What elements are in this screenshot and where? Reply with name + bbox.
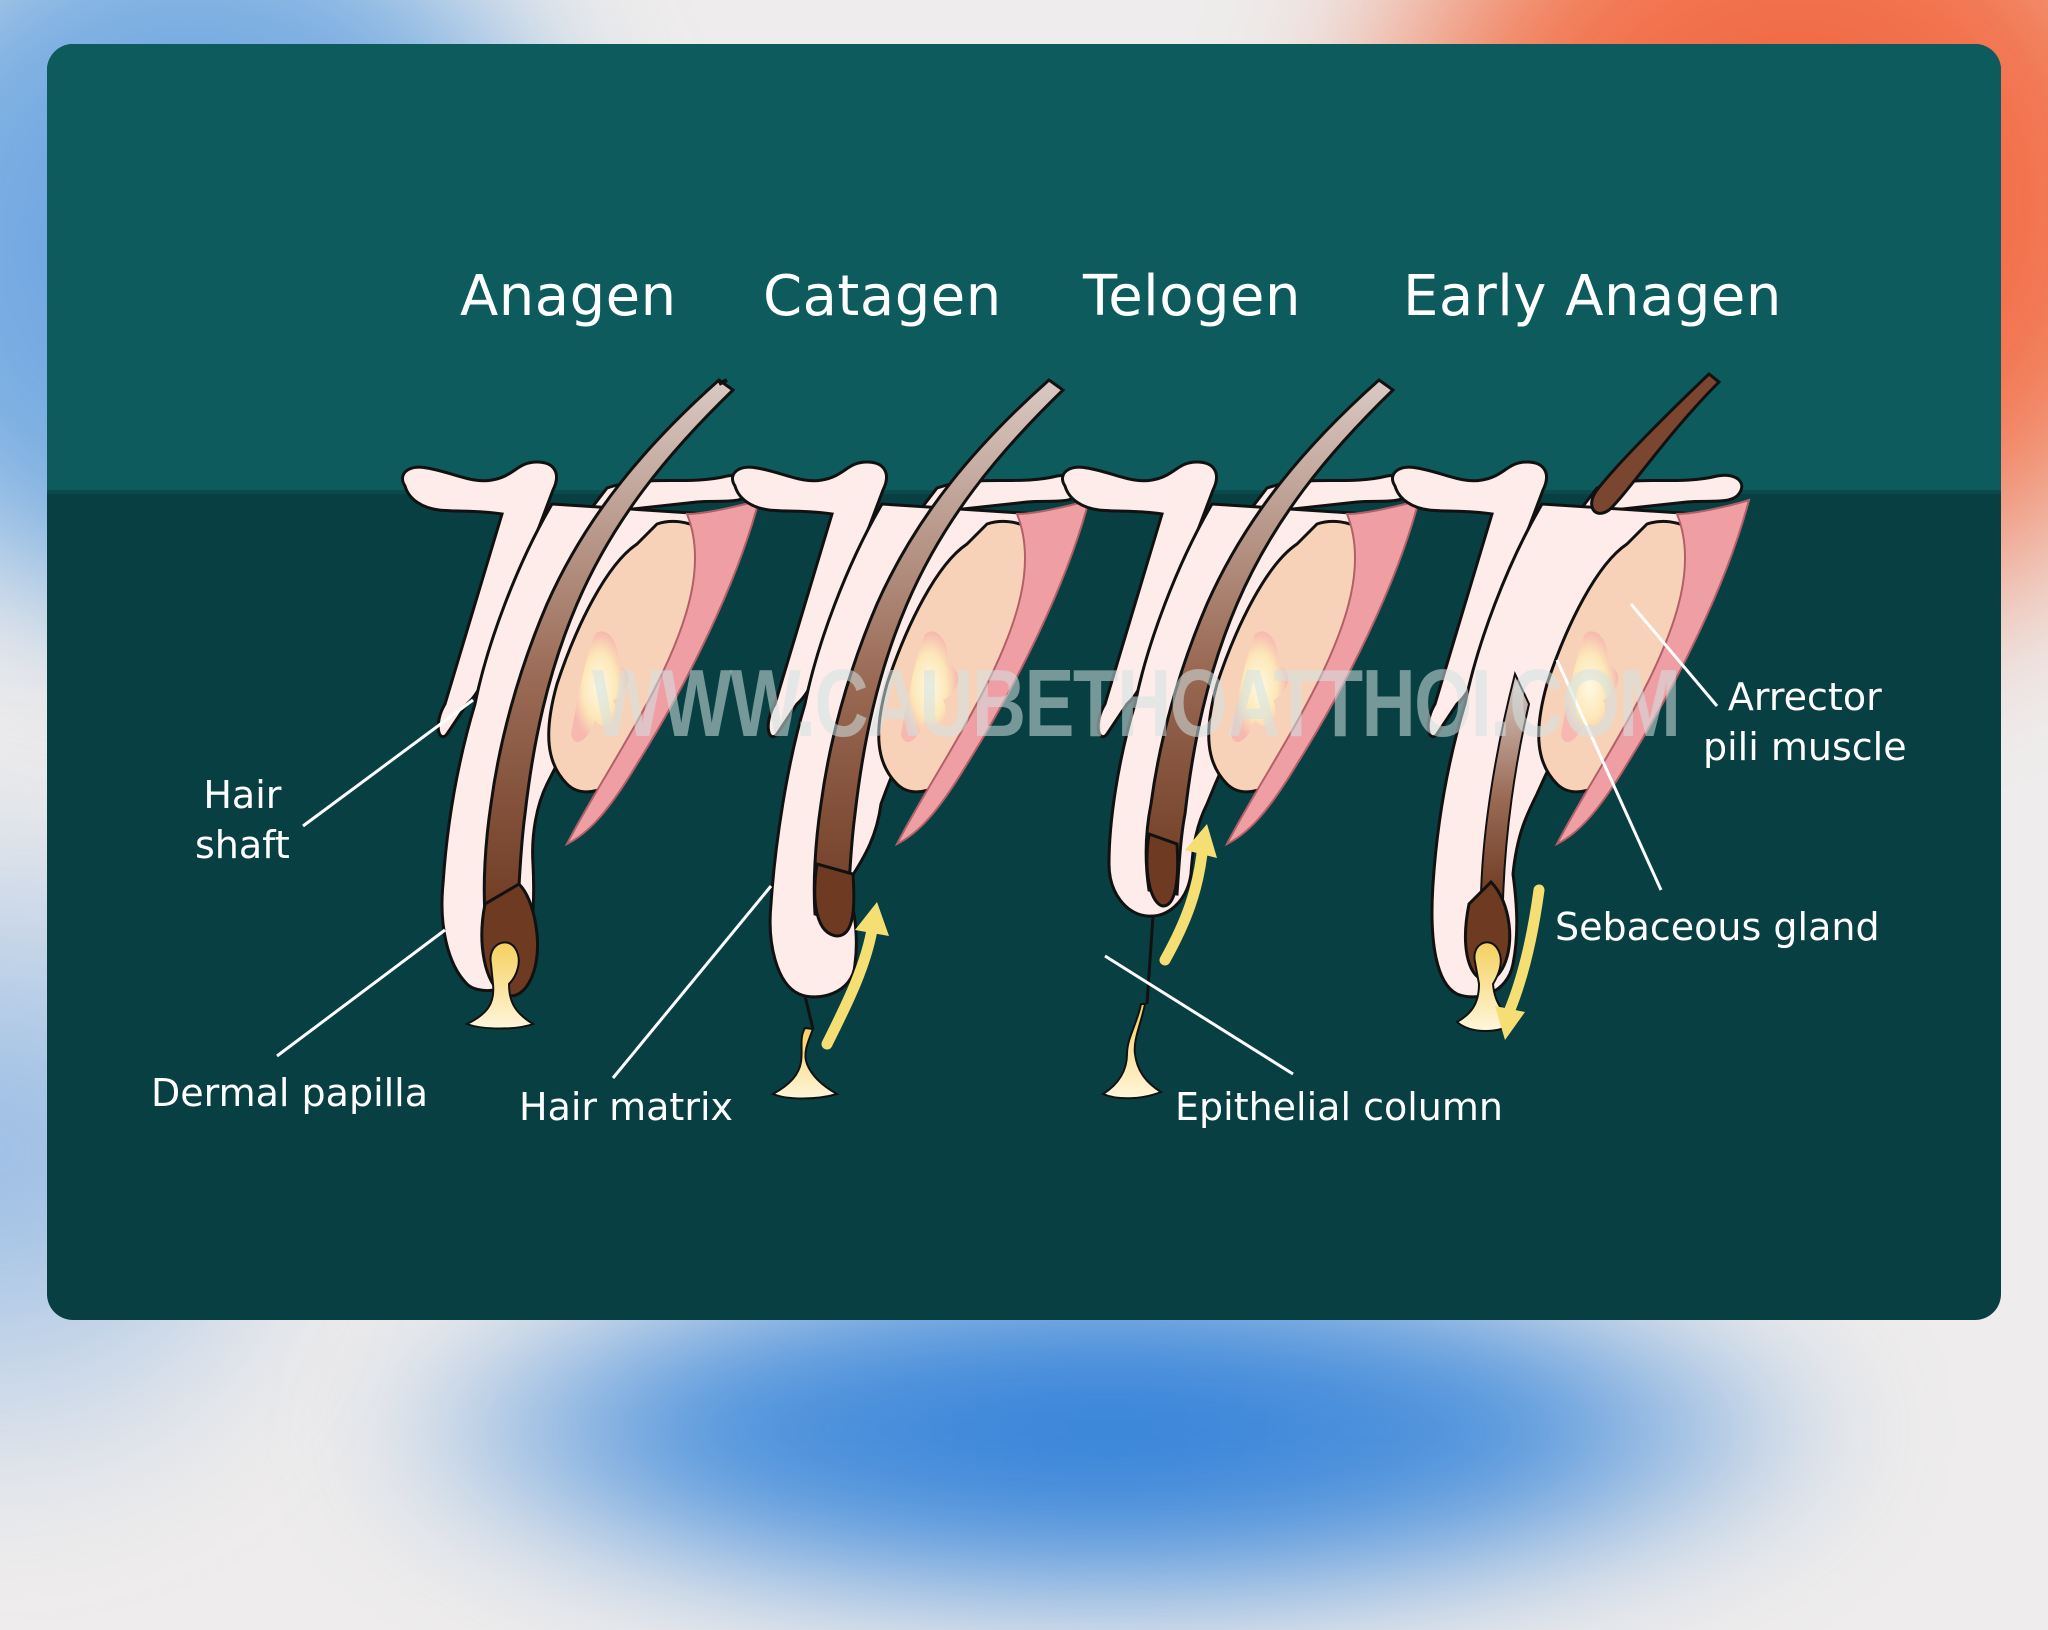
diagram-card: Anagen Catagen Telogen Early Anagen <box>47 44 2001 1320</box>
arrow-down-early-anagen <box>1495 1006 1525 1040</box>
arrow-up-telogen <box>1185 824 1217 858</box>
leader-dermal-papilla <box>276 928 446 1058</box>
stage-title-early-anagen: Early Anagen <box>1403 264 1782 329</box>
follicle-early-anagen <box>1391 372 1751 1040</box>
leader-epithelial-column <box>1104 954 1294 1076</box>
label-hair-shaft: Hair shaft <box>195 770 290 870</box>
label-hair-shaft-line2: shaft <box>195 823 290 867</box>
leader-sebaceous-gland <box>1555 659 1663 891</box>
follicle-anagen <box>401 378 761 1030</box>
arrow-up-catagen <box>855 902 889 936</box>
label-arrector-line1: Arrector <box>1727 675 1882 719</box>
label-arrector-pili-muscle: Arrector pili muscle <box>1703 672 1907 772</box>
leader-arrector-pili <box>1629 603 1719 707</box>
stage-title-catagen: Catagen <box>763 264 1002 329</box>
label-epithelial-column: Epithelial column <box>1175 1085 1503 1129</box>
follicle-diagrams <box>276 372 1751 1100</box>
label-dermal-papilla: Dermal papilla <box>151 1071 429 1115</box>
label-sebaceous-gland: Sebaceous gland <box>1555 905 1880 949</box>
label-hair-shaft-line1: Hair <box>203 773 282 817</box>
stage-title-telogen: Telogen <box>1083 264 1301 329</box>
label-hair-matrix: Hair matrix <box>519 1085 733 1129</box>
leader-hair-shaft <box>302 698 474 828</box>
leader-lines <box>276 603 1719 1079</box>
watermark: WWW.CAUBETHOATTHOI.COM <box>592 650 1681 757</box>
stage-title-anagen: Anagen <box>460 264 677 329</box>
label-arrector-line2: pili muscle <box>1703 725 1907 769</box>
follicle-telogen <box>1061 378 1421 1100</box>
leader-hair-matrix <box>611 885 773 1079</box>
follicle-catagen <box>731 378 1091 1100</box>
